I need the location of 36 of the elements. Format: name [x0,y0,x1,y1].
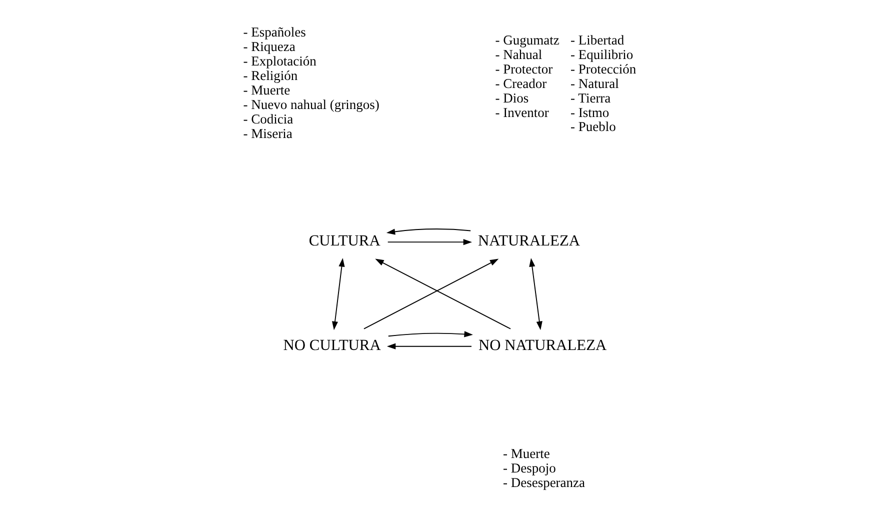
node-label: - Equilibrio [570,46,634,62]
node-label: - Istmo [570,104,610,120]
node-text: NATURALEZA [478,232,580,250]
node-label: - Codicia [243,112,294,127]
node-text: NO NATURALEZA [478,337,607,354]
node-label: - Nuevo nahual (gringos) [243,97,380,112]
node-label: - Religión [243,68,298,84]
node-label: - Muerte [243,82,290,98]
node-label: - Dios [495,90,529,106]
node-label: - Natural [570,76,619,91]
node-text: CULTURA [308,232,380,250]
node-label: - Protección [570,61,636,76]
node-label: - Inventor [495,104,549,120]
node-label: - Nahual [495,46,542,62]
node-label: - Desesperanza [502,475,586,490]
node-label: - Españoles [243,24,306,40]
arrow [332,258,345,330]
node-label: - Protector [495,61,553,76]
node-label: - Tierra [570,90,611,106]
node-label: - Creador [495,76,547,91]
arrow [387,239,472,246]
arrow [375,258,511,330]
node-label: - Muerte [502,446,550,462]
node-label: - Miseria [243,126,292,141]
node-label: - Riqueza [243,39,296,54]
arrow [386,228,472,235]
node-label: - Explotación [243,54,316,69]
node-label: - Pueblo [570,119,616,134]
arrow [386,343,472,350]
arrow [388,331,473,338]
node-label: - Libertad [570,32,624,48]
node-text: NO CULTURA [283,337,381,354]
node-label: - Despojo [502,460,556,476]
arrow [529,258,542,330]
node-label: - Gugumatz [495,32,560,48]
arrow [363,258,499,330]
